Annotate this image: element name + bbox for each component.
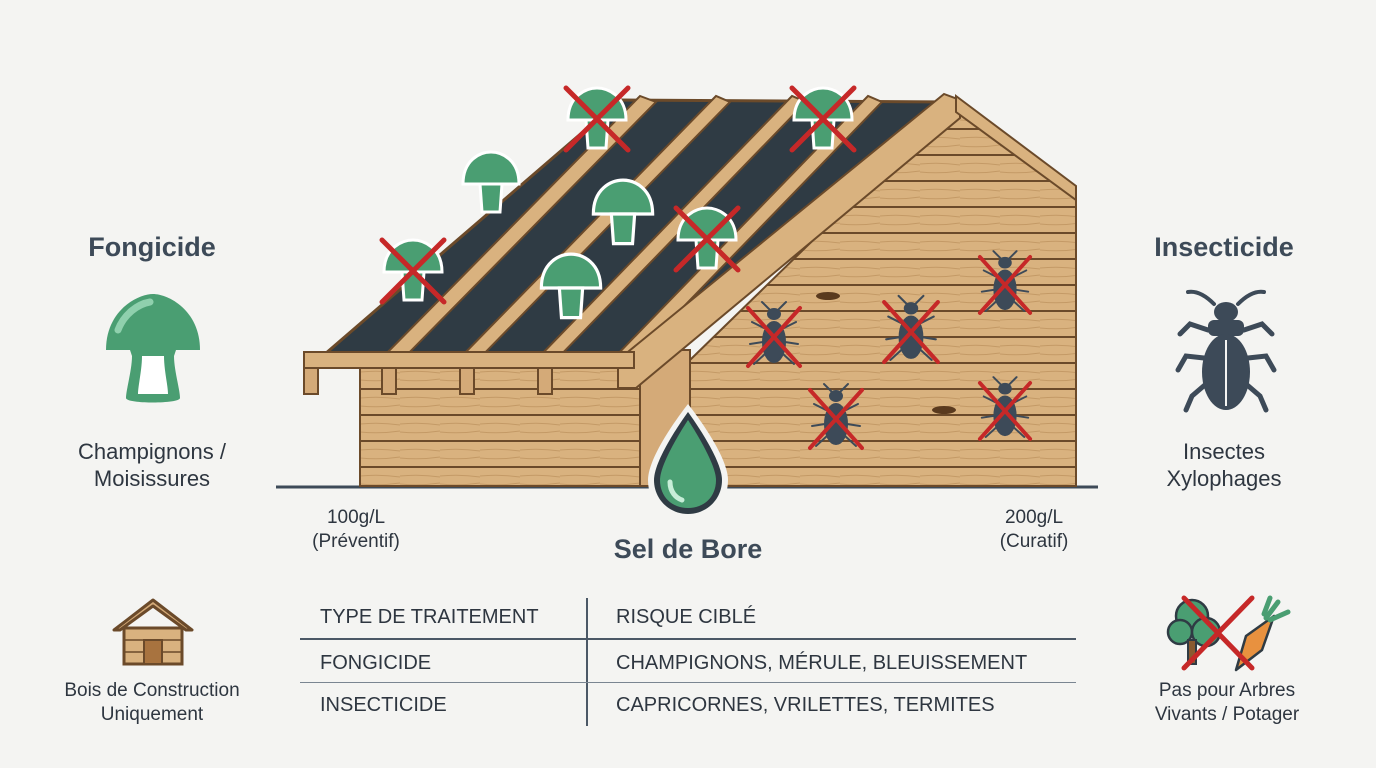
no-trees-vegetables-icon xyxy=(1166,595,1291,672)
beetle-icon xyxy=(1175,289,1277,413)
house-icon xyxy=(112,598,194,666)
construction-note: Bois de Construction Uniquement xyxy=(32,679,272,727)
table-row-fungicide-risk: CHAMPIGNONS, MÉRULE, BLEUISSEMENT xyxy=(616,652,1028,674)
crossed-mushroom-icon xyxy=(563,85,631,153)
crossed-mushroom-icon xyxy=(379,237,447,305)
dose-right-label: (Curatif) xyxy=(999,531,1069,552)
fungicide-desc: Champignons / Moisissures xyxy=(52,438,252,492)
mushroom-icon xyxy=(106,294,200,403)
crossed-mushroom-icon xyxy=(673,205,741,273)
dose-left: 100g/L (Préventif) xyxy=(294,506,418,554)
table-row-rule xyxy=(300,682,1076,683)
crossed-insect-icon xyxy=(977,250,1033,315)
mushroom-icon xyxy=(539,252,603,320)
dose-left-value: 100g/L xyxy=(326,507,386,528)
insecticide-desc: Insectes Xylophages xyxy=(1124,438,1324,492)
house-illustration xyxy=(276,92,1098,489)
insecticide-desc-line1: Insectes xyxy=(1183,439,1265,464)
table-column-divider xyxy=(586,598,588,726)
dose-right-value: 200g/L xyxy=(1004,507,1064,528)
crossed-mushroom-icon xyxy=(789,85,857,153)
product-name: Sel de Bore xyxy=(613,534,763,564)
table-row-insecticide-risk: CAPRICORNES, VRILETTES, TERMITES xyxy=(616,694,995,716)
table-header-type: TYPE DE TRAITEMENT xyxy=(320,606,539,628)
crossed-insect-icon xyxy=(882,294,940,365)
restriction-note-line1: Pas pour Arbres xyxy=(1158,680,1296,701)
insecticide-desc-line2: Xylophages xyxy=(1166,466,1282,491)
insecticide-title: Insecticide xyxy=(1154,232,1294,262)
restriction-note-line2: Vivants / Potager xyxy=(1154,704,1300,725)
droplet-icon xyxy=(648,404,728,520)
mushroom-icon xyxy=(591,178,655,246)
crossed-insect-icon xyxy=(977,376,1033,441)
construction-note-line2: Uniquement xyxy=(100,704,204,725)
dose-left-label: (Préventif) xyxy=(312,531,400,552)
construction-note-line1: Bois de Construction xyxy=(64,680,240,701)
table-header-risk: RISQUE CIBLÉ xyxy=(616,606,757,628)
restriction-note: Pas pour Arbres Vivants / Potager xyxy=(1112,679,1342,727)
crossed-insect-icon xyxy=(746,301,802,368)
treatment-table: TYPE DE TRAITEMENT RISQUE CIBLÉ FONGICID… xyxy=(300,592,1076,732)
crossed-insect-icon xyxy=(808,383,864,450)
table-row-insecticide-type: INSECTICIDE xyxy=(320,694,447,716)
fungicide-desc-line2: Moisissures xyxy=(93,466,211,491)
table-row-fungicide-type: FONGICIDE xyxy=(320,652,432,674)
mushroom-icon xyxy=(461,150,521,214)
dose-right: 200g/L (Curatif) xyxy=(972,506,1096,554)
fungicide-title: Fongicide xyxy=(88,232,216,262)
table-header-rule xyxy=(300,638,1076,640)
fungicide-desc-line1: Champignons / xyxy=(78,439,226,464)
